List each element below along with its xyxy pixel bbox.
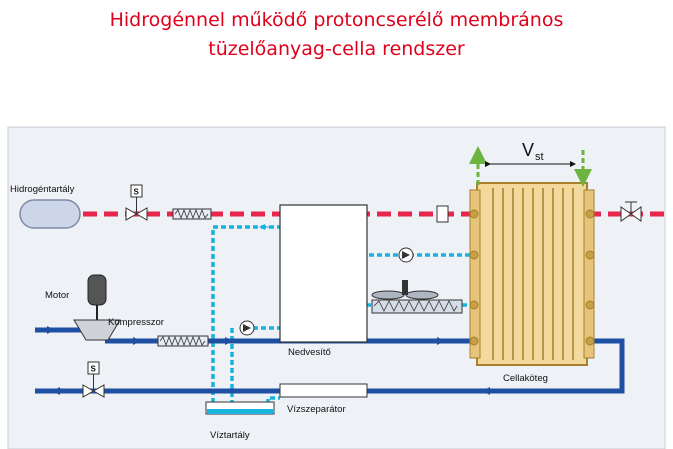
valve-s-label-2: S <box>91 365 97 374</box>
title-line-2: tüzelőanyag-cella rendszer <box>208 38 465 60</box>
compressor-label: Kompresszor <box>108 317 164 328</box>
air-exchanger <box>157 335 209 347</box>
stack-voltage-subscript: st <box>535 151 544 163</box>
hydrogen-block <box>436 205 449 223</box>
hydrogen-solenoid-valve: S <box>125 184 148 221</box>
radiator <box>371 280 463 314</box>
humidifier-label: Nedvesítő <box>288 347 331 358</box>
coolant-pump <box>398 247 414 263</box>
cell-stack <box>469 182 595 366</box>
hydrogen-exit-valve <box>620 201 642 222</box>
hydrogen-regulator <box>172 208 212 220</box>
motor <box>87 274 107 306</box>
air-arrows <box>47 326 490 395</box>
stack-voltage-indicator <box>469 146 592 187</box>
exhaust-solenoid-valve: S <box>82 361 105 398</box>
hydrogen-tank-label: Hidrogéntartály <box>10 184 75 195</box>
water-separator-label: Vízszeparátor <box>287 404 346 415</box>
motor-label: Motor <box>45 290 69 301</box>
stack-voltage-label: V <box>522 140 534 160</box>
humidifier <box>279 204 368 343</box>
water-tank-label: Víztartály <box>210 430 250 441</box>
valve-s-label: S <box>134 188 140 197</box>
hydrogen-tank <box>19 199 81 229</box>
cell-stack-label: Cellaköteg <box>503 373 548 384</box>
water-separator <box>279 383 368 398</box>
water-pump <box>239 320 255 336</box>
title-line-1: Hidrogénnel működő protoncserélő membrán… <box>109 9 564 31</box>
compressor <box>73 319 121 341</box>
